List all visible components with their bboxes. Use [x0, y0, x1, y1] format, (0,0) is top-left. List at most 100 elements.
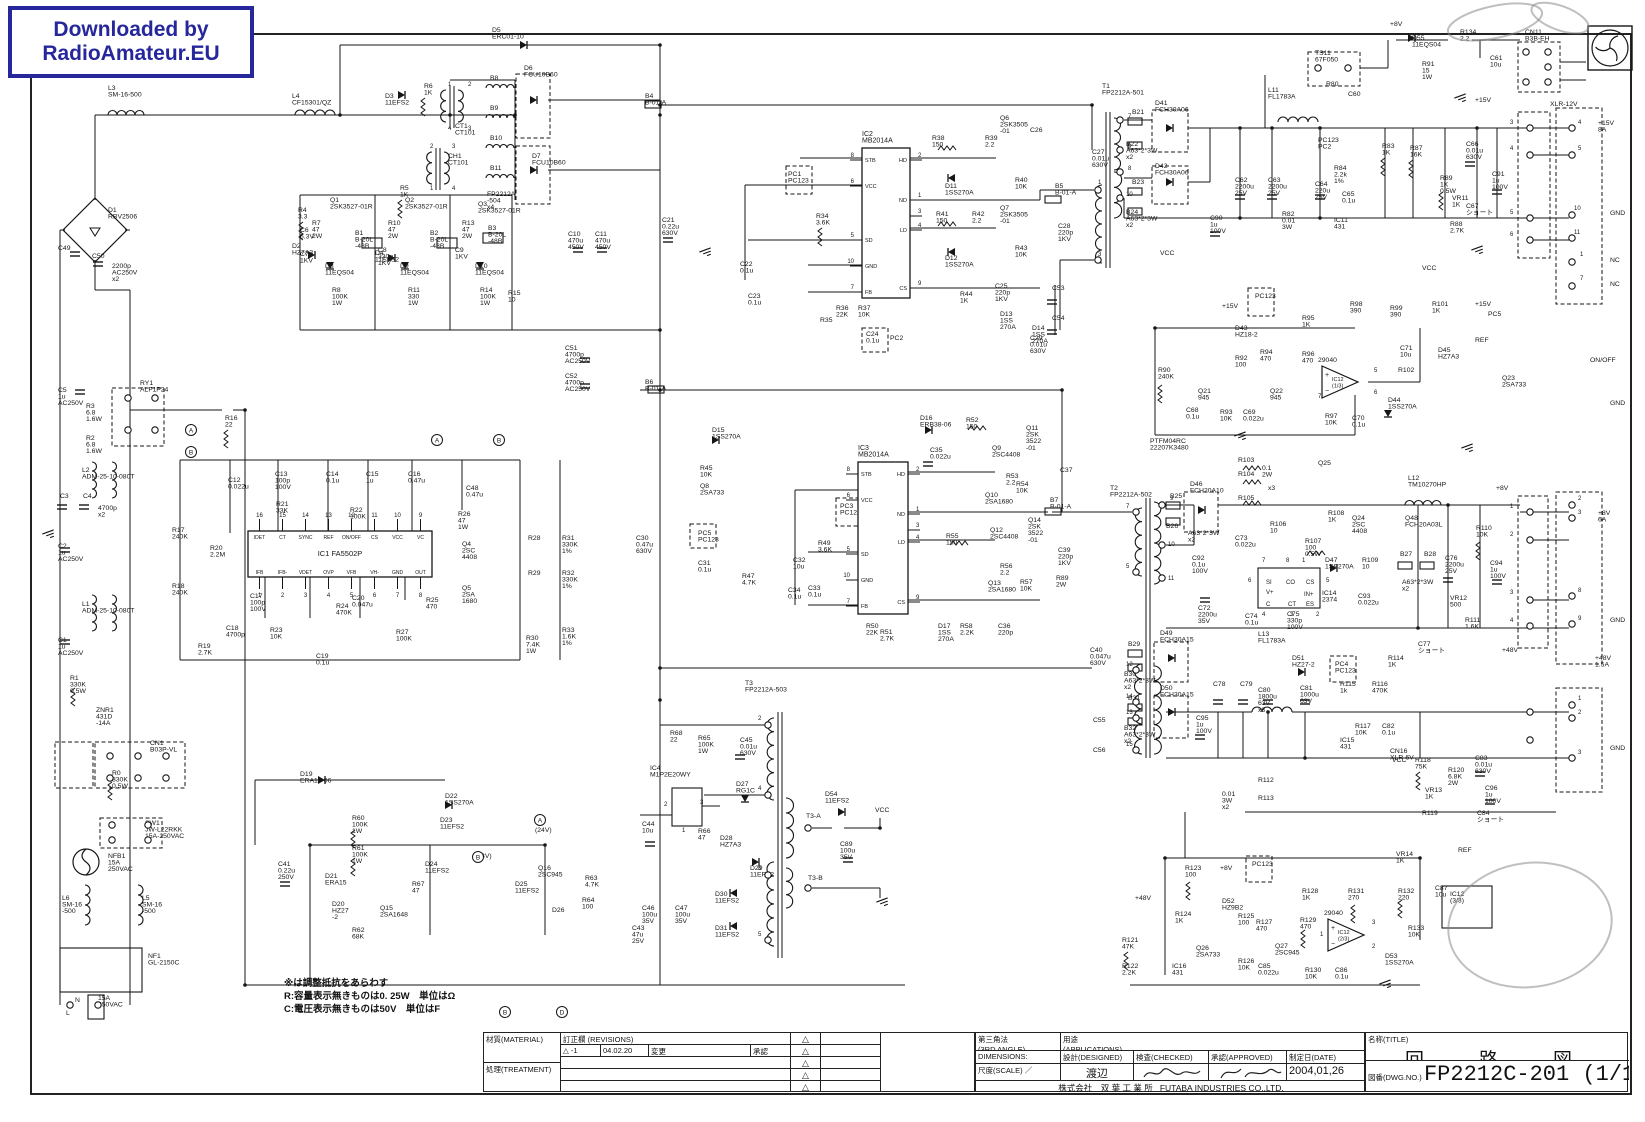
connector-pin [1132, 508, 1140, 516]
ground-symbol [1386, 985, 1391, 989]
connector-box [1517, 111, 1551, 259]
junction-dot [1418, 856, 1422, 860]
component-label: B29 [1128, 641, 1140, 648]
pin-label: CS [897, 600, 905, 606]
connector-pin [1568, 514, 1576, 522]
pin-number: 6 [373, 593, 377, 599]
fan-blade [1595, 46, 1611, 52]
component-label: B26 [1166, 523, 1178, 530]
note-line: C:電圧表示無きものは50V 単位はF [284, 1004, 441, 1015]
component-label: B11 [490, 165, 502, 172]
connector-pin [1568, 234, 1576, 242]
pin-label: GND [865, 264, 877, 270]
component-label: +8V [1496, 485, 1509, 492]
connector-box [515, 145, 551, 205]
component-label: B9 [490, 105, 499, 112]
resistor-symbol [1415, 771, 1421, 791]
connector-pin [1568, 124, 1576, 132]
pin-label: STB [861, 472, 872, 478]
connector-box [1151, 165, 1189, 205]
junction-dot [1446, 503, 1450, 507]
component-label: R119 [1422, 810, 1438, 817]
diode-symbol [1330, 564, 1337, 572]
pin-numbers-layer: 7981013759101112141315248534564510111712… [430, 82, 1584, 950]
connector-box [1555, 491, 1603, 665]
component-label: C3 [60, 493, 69, 500]
pin-number: 8 [847, 467, 851, 473]
ground-symbol [1471, 245, 1483, 251]
component-label: +15V [1475, 97, 1492, 104]
connector-pin [108, 836, 116, 844]
pin-number: 10 [394, 513, 401, 519]
pin-number: 1 [1098, 180, 1102, 186]
connector-pin [1526, 736, 1534, 744]
component-label: C60 [1348, 91, 1361, 98]
junction-dot [1153, 326, 1157, 330]
pin-number: 11 [1574, 230, 1581, 236]
junction-dot [1318, 126, 1322, 130]
transformer-winding [1134, 663, 1143, 755]
ground-symbol [706, 253, 711, 257]
connector-box [54, 741, 94, 789]
pin-number: 8 [1578, 588, 1582, 594]
component-label: GND [1610, 210, 1625, 217]
connector-pin [124, 426, 132, 434]
reference-mark-letter: A [435, 438, 440, 445]
component-label: VCC [875, 807, 889, 814]
pin-number: 10 [1126, 192, 1133, 198]
resistor-symbol [1380, 157, 1386, 177]
fan-blade [1609, 47, 1618, 62]
pin-number: 8 [1128, 166, 1132, 172]
inductor-symbol [1277, 116, 1319, 123]
junction-dot [308, 843, 312, 847]
rev-by: 承認 [751, 1045, 791, 1057]
junction-dot [658, 666, 662, 670]
reference-mark-letter: A [538, 818, 543, 825]
diode-symbol [741, 795, 749, 802]
connector-box [1153, 641, 1189, 683]
third-angle-cell: 第三角法(3RD ANGLE) [976, 1033, 1061, 1051]
diode-symbol [1198, 506, 1205, 514]
resistor-symbol [350, 829, 356, 849]
note-line: ※は調整抵抗をあらわす [284, 978, 389, 989]
component-label: VCC [1392, 757, 1406, 764]
